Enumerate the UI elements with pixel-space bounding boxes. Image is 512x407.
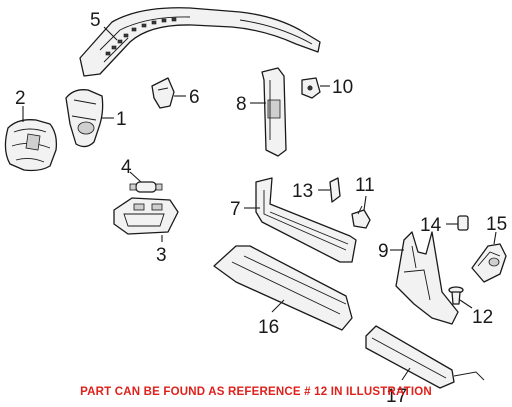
callout-3: 3 xyxy=(156,245,167,266)
leader-5 xyxy=(103,26,118,41)
cover-icon[interactable] xyxy=(471,243,507,283)
callout-10: 10 xyxy=(332,77,353,98)
bracket-icon[interactable] xyxy=(351,205,371,229)
callout-12: 12 xyxy=(472,307,493,328)
callout-9: 9 xyxy=(378,241,389,262)
rocker-trim-icon[interactable] xyxy=(213,245,353,331)
bulb-icon[interactable] xyxy=(129,181,163,193)
c-pillar-trim-icon[interactable] xyxy=(395,231,459,325)
push-pin-icon[interactable] xyxy=(448,286,464,305)
callout-14: 14 xyxy=(420,215,442,236)
callout-15: 15 xyxy=(486,214,507,235)
clip-icon[interactable] xyxy=(457,215,469,231)
callout-16: 16 xyxy=(258,317,279,338)
lamp-housing-icon[interactable] xyxy=(113,197,179,235)
pillar-trim-icon[interactable] xyxy=(65,89,104,148)
callout-13: 13 xyxy=(292,181,313,202)
roof-rail-trim-icon[interactable] xyxy=(79,7,321,77)
callout-6: 6 xyxy=(189,87,200,108)
callout-7: 7 xyxy=(230,199,241,220)
callout-11: 11 xyxy=(355,175,375,196)
bracket-icon[interactable] xyxy=(151,77,175,109)
leader-12 xyxy=(459,299,473,309)
reference-note: PART CAN BE FOUND AS REFERENCE # 12 IN I… xyxy=(80,386,432,398)
leader-15 xyxy=(493,231,497,245)
b-pillar-trim-icon[interactable] xyxy=(261,67,287,157)
leader-16 xyxy=(271,299,285,313)
pillar-cover-icon[interactable] xyxy=(4,119,58,172)
callout-17: 17 xyxy=(386,386,407,407)
callout-4: 4 xyxy=(121,157,132,178)
leader-4 xyxy=(129,171,142,183)
leader-11 xyxy=(363,195,367,211)
callout-5: 5 xyxy=(90,10,101,31)
callout-1: 1 xyxy=(116,109,127,130)
callout-2: 2 xyxy=(15,88,26,109)
clip-icon[interactable] xyxy=(301,77,321,99)
callout-8: 8 xyxy=(236,94,247,115)
sill-plate-icon[interactable] xyxy=(255,177,357,263)
leader-17 xyxy=(401,367,411,381)
clip-icon[interactable] xyxy=(329,177,341,203)
scuff-plate-icon[interactable] xyxy=(365,325,485,389)
